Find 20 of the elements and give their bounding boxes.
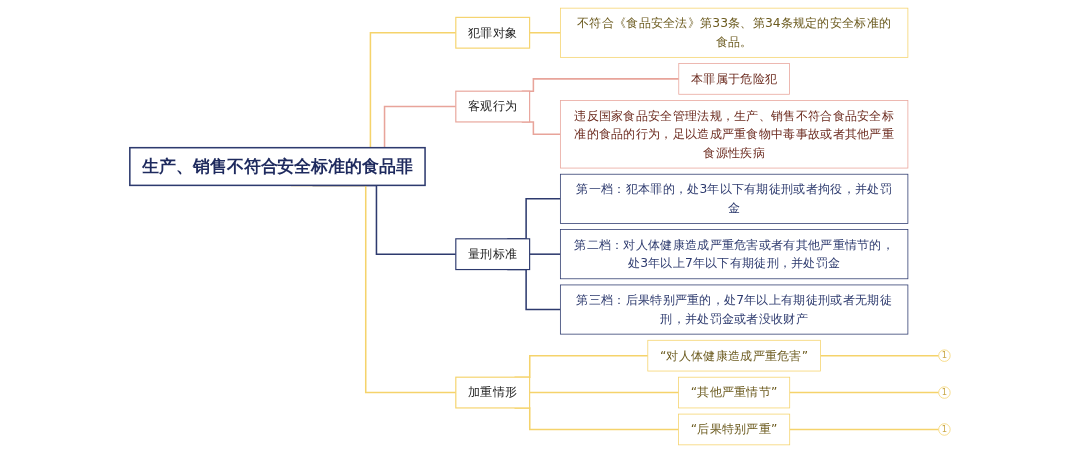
node-box: 客观行为 [455, 90, 531, 123]
node-box: “后果特别严重” [678, 413, 791, 446]
node-circle: 1 [938, 386, 951, 399]
node-box: 加重情形 [455, 376, 531, 409]
node-box: “对人体健康造成严重危害” [647, 339, 821, 372]
node-circle: 1 [938, 423, 951, 436]
connector [819, 354, 940, 357]
node-box: 量刑标准 [455, 238, 531, 271]
node-box: 第三档：后果特别严重的，处7年以上有期徒刑或者无期徒刑，并处罚金或者没收财产 [560, 284, 909, 335]
connector [788, 428, 940, 431]
node-box: 不符合《食品安全法》第33条、第34条规定的安全标准的食品。 [560, 7, 909, 58]
connector [788, 391, 940, 394]
node-box: 第一档：犯本罪的，处3年以下有期徒刑或者拘役，并处罚金 [560, 173, 909, 224]
node-box: 犯罪对象 [455, 16, 531, 49]
node-box: 违反国家食品安全管理法规，生产、销售不符合食品安全标准的食品的行为，足以造成严重食物中毒事故或者其他严重食源性疾病 [560, 100, 909, 169]
node-box: 第二档：对人体健康造成严重危害或者有其他严重情节的，处3年以上7年以下有期徒刑，并处罚金 [560, 229, 909, 280]
node-box: “其他严重情节” [678, 376, 791, 409]
node-circle: 1 [938, 349, 951, 362]
node-box: 本罪属于危险犯 [678, 63, 790, 95]
node-box: 生产、销售不符合安全标准的食品罪 [129, 146, 426, 187]
